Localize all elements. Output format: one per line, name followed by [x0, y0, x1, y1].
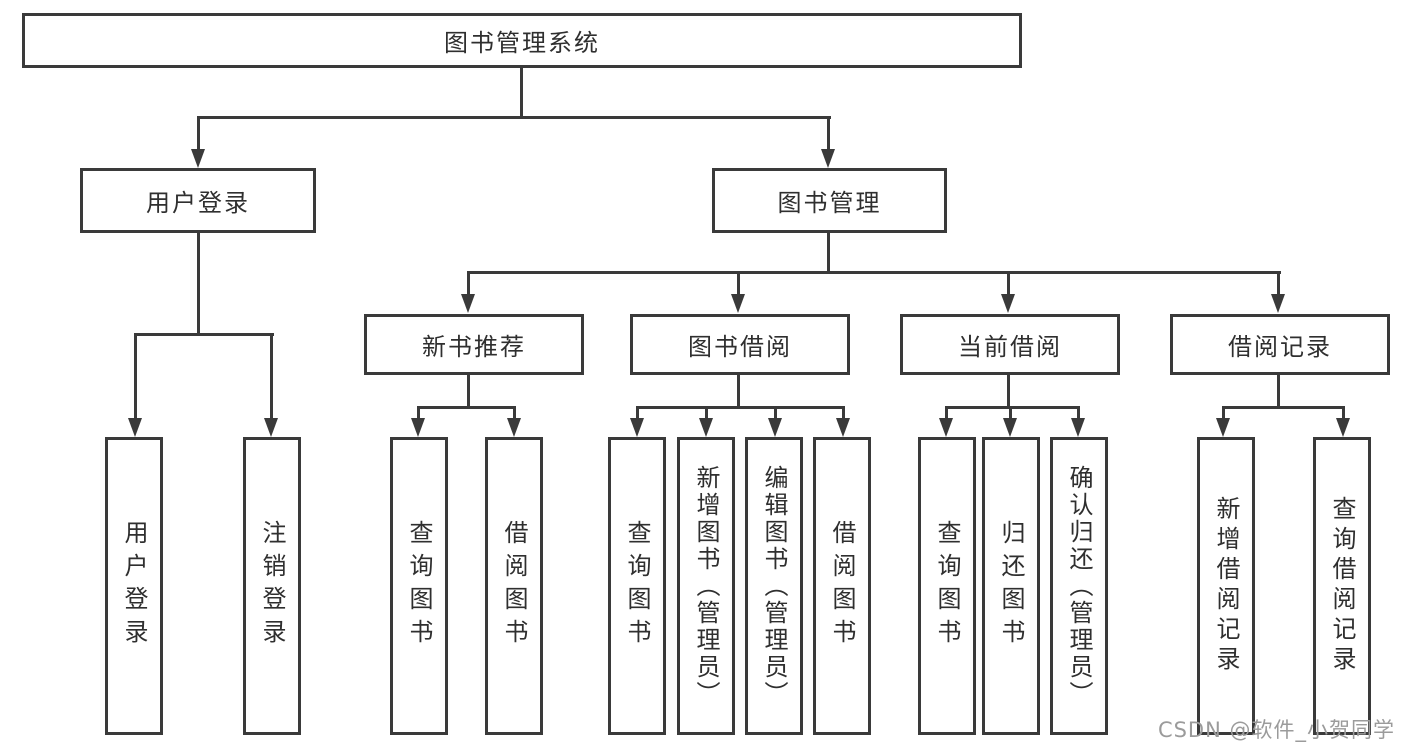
leaf-query-books: 查询图书	[390, 437, 448, 735]
connector-line	[417, 406, 516, 409]
leaf-add-borrow-record: 新增借阅记录	[1197, 437, 1255, 735]
connector-arrow	[264, 333, 278, 437]
connector-line	[737, 375, 740, 408]
node-user-login: 用户登录	[80, 168, 316, 233]
leaf-borrow-books: 借阅图书	[813, 437, 871, 735]
connector-arrow	[768, 406, 782, 437]
connector-arrow	[1271, 271, 1285, 313]
connector-line	[636, 406, 845, 409]
connector-arrow	[836, 406, 850, 437]
connector-arrow	[1001, 271, 1015, 313]
connector-arrow	[1071, 406, 1085, 437]
connector-line	[197, 233, 200, 335]
connector-arrow	[128, 333, 142, 437]
connector-line	[1222, 406, 1344, 409]
node-library-system: 图书管理系统	[22, 13, 1022, 68]
connector-line	[827, 233, 830, 273]
connector-arrow	[411, 406, 425, 437]
connector-arrow	[821, 116, 835, 168]
leaf-query-borrow-record: 查询借阅记录	[1313, 437, 1371, 735]
leaf-query-books: 查询图书	[918, 437, 976, 735]
connector-line	[134, 333, 274, 336]
watermark: CSDN @软件_小贺同学	[1157, 718, 1395, 742]
connector-arrow	[939, 406, 953, 437]
leaf-borrow-books: 借阅图书	[485, 437, 543, 735]
leaf-query-books: 查询图书	[608, 437, 666, 735]
connector-arrow	[731, 271, 745, 313]
leaf-user-login: 用户登录	[105, 437, 163, 735]
connector-arrow	[1336, 406, 1350, 437]
leaf-confirm-return-admin: 确认归还（管理员）	[1050, 437, 1108, 735]
node-borrowing-records: 借阅记录	[1170, 314, 1390, 375]
leaf-return-books: 归还图书	[982, 437, 1040, 735]
node-book-management: 图书管理	[712, 168, 947, 233]
connector-line	[1007, 375, 1010, 408]
connector-arrow	[461, 271, 475, 313]
connector-arrow	[1003, 406, 1017, 437]
connector-line	[945, 406, 1080, 409]
connector-line	[520, 68, 523, 118]
connector-arrow	[191, 116, 205, 168]
connector-arrow	[507, 406, 521, 437]
connector-line	[1277, 375, 1280, 408]
leaf-edit-book-admin: 编辑图书（管理员）	[745, 437, 803, 735]
node-book-borrowing: 图书借阅	[630, 314, 850, 375]
leaf-add-book-admin: 新增图书（管理员）	[677, 437, 735, 735]
connector-arrow	[699, 406, 713, 437]
connector-line	[467, 375, 470, 408]
leaf-logout: 注销登录	[243, 437, 301, 735]
connector-arrow	[1216, 406, 1230, 437]
node-new-book-recommendation: 新书推荐	[364, 314, 584, 375]
connector-arrow	[630, 406, 644, 437]
node-current-borrowing: 当前借阅	[900, 314, 1120, 375]
connector-line	[467, 271, 1281, 274]
connector-line	[197, 116, 831, 119]
